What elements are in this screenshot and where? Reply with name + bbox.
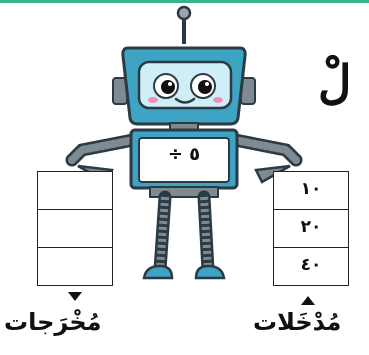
input-cell: ١٠ xyxy=(274,172,348,210)
arrow-up-icon xyxy=(301,296,315,305)
arrow-down-icon xyxy=(68,292,82,301)
inputs-label: مُدْخَلات xyxy=(253,308,342,336)
robot-legs xyxy=(142,190,226,280)
robot-head xyxy=(121,46,247,126)
output-cell xyxy=(38,248,112,285)
robot-body xyxy=(129,128,239,198)
inputs-column: ١٠ ٢٠ ٤٠ xyxy=(273,171,349,286)
input-cell: ٢٠ xyxy=(274,210,348,248)
antenna-icon xyxy=(176,5,192,44)
input-value: ١٠ xyxy=(300,179,322,199)
outputs-label: مُخْرَجات xyxy=(4,308,102,336)
input-value: ٢٠ xyxy=(300,217,322,237)
output-cell xyxy=(38,172,112,210)
top-divider xyxy=(0,0,369,3)
operation-label: ÷ ٥ xyxy=(167,144,201,165)
output-cell xyxy=(38,210,112,248)
input-value: ٤٠ xyxy=(300,255,322,275)
input-cell: ٤٠ xyxy=(274,248,348,285)
outputs-column xyxy=(37,171,113,286)
heading-fragment: لْ . xyxy=(318,55,369,109)
